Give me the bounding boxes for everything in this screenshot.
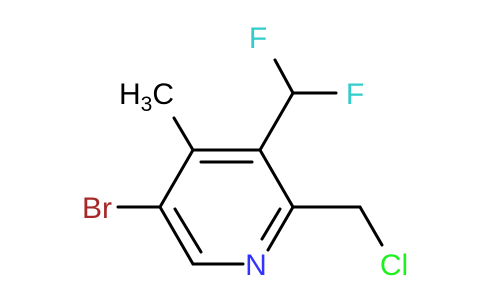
bond-c4-c5 <box>158 148 195 209</box>
atom-cl: Cl <box>380 249 408 282</box>
bond-ch2-cl <box>358 205 384 247</box>
atom-f2: F <box>346 78 364 111</box>
bond-c3-chf2 <box>258 91 295 152</box>
atom-methyl: H3C <box>119 78 174 116</box>
methyl-h: H <box>119 78 141 111</box>
atom-labels: F F H3C Br N Cl <box>82 22 408 282</box>
bond-c4-methyl <box>172 116 195 152</box>
bond-c5-c6-inner <box>173 207 203 254</box>
bond-chf2-f1 <box>273 58 295 95</box>
bond-c5-c6 <box>158 205 195 266</box>
bond-c2-c3 <box>258 148 295 209</box>
atom-n: N <box>245 249 267 282</box>
methyl-subscript: 3 <box>141 93 153 116</box>
atom-f1: F <box>249 22 267 55</box>
bond-n-c2-inner <box>260 207 282 241</box>
bonds <box>116 58 384 266</box>
atom-br: Br <box>82 192 112 225</box>
bond-n-c2 <box>266 205 295 252</box>
methyl-c: C <box>152 78 174 111</box>
